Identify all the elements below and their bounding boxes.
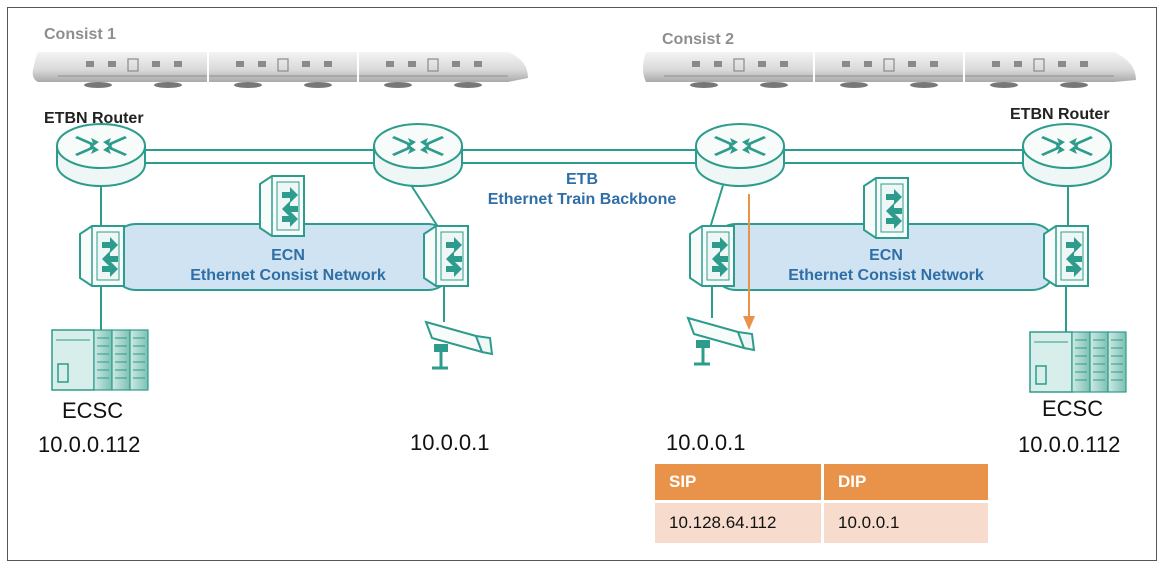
ecsc-left-ip: 10.0.0.112: [38, 432, 141, 457]
camera-icon-left: [424, 320, 494, 370]
router-icon-right: [1022, 123, 1112, 187]
ecn-2-name: Ethernet Consist Network: [788, 267, 984, 284]
camera-left-ip: 10.0.0.1: [410, 430, 490, 455]
ecsc-right-label: ECSC: [1042, 396, 1104, 421]
router-icon-consist2: [695, 123, 785, 187]
ecsc-device-icon-right: [1029, 331, 1127, 393]
etbn-router-left-label: ETBN Router: [44, 110, 144, 127]
switch-icon-5: [863, 177, 909, 239]
train-consist-2: [643, 51, 1136, 89]
ecn-label-1: ECN Ethernet Consist Network: [158, 246, 418, 286]
backbone-link: [145, 149, 1022, 164]
ecsc-left-label: ECSC: [62, 398, 124, 423]
etb-label: ETB Ethernet Train Backbone: [462, 170, 702, 210]
switch-icon-2: [259, 175, 305, 237]
train-consist-1: [32, 51, 528, 89]
ecn-1-name: Ethernet Consist Network: [190, 267, 386, 284]
dip-value: 10.0.0.1: [822, 500, 988, 543]
etb-abbr: ETB: [566, 171, 598, 188]
switch-icon-3: [423, 225, 469, 287]
consist-1-label: Consist 1: [44, 26, 117, 43]
ecn-label-2: ECN Ethernet Consist Network: [756, 246, 1016, 286]
switch-icon-1: [79, 225, 125, 287]
camera-icon-right: [686, 316, 756, 366]
router-icon-consist1: [373, 123, 463, 187]
ecn-2-abbr: ECN: [869, 247, 903, 264]
camera-right-ip: 10.0.0.1: [666, 430, 746, 455]
switch-icon-4: [689, 225, 735, 287]
ecsc-device-icon-left: [51, 329, 149, 391]
switch-icon-6: [1043, 225, 1089, 287]
packet-value-row: 10.128.64.112 10.0.0.1: [655, 500, 988, 543]
packet-header-table: SIP DIP 10.128.64.112 10.0.0.1: [655, 464, 988, 543]
ecsc-right-ip: 10.0.0.112: [1018, 432, 1121, 457]
sip-value: 10.128.64.112: [655, 500, 824, 543]
consist-2-label: Consist 2: [662, 31, 735, 48]
traffic-arrow: [743, 194, 755, 330]
ecn-1-abbr: ECN: [271, 247, 305, 264]
etb-name: Ethernet Train Backbone: [487, 191, 677, 208]
sip-header: SIP: [655, 464, 824, 502]
router-icon-left: [56, 123, 146, 187]
etbn-router-right-label: ETBN Router: [1010, 106, 1110, 123]
packet-header-row: SIP DIP: [655, 464, 988, 502]
dip-header: DIP: [822, 464, 988, 502]
